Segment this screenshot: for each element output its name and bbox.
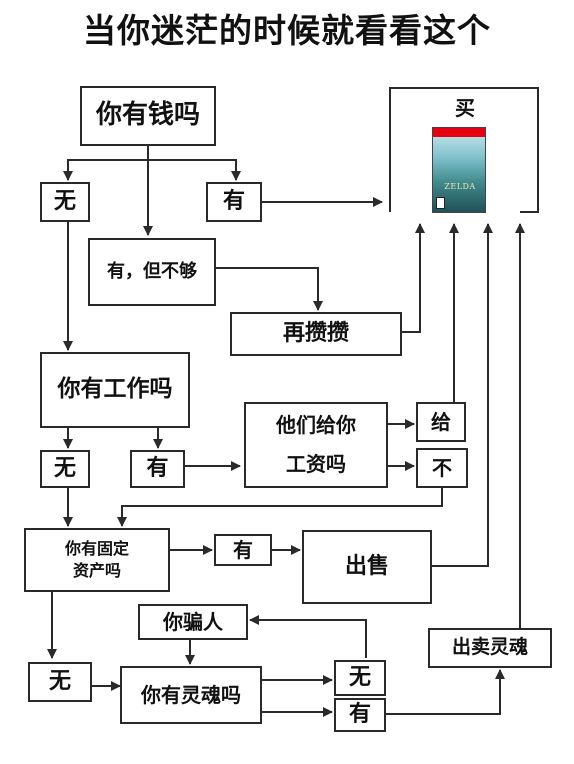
- answer-no-give: 不: [416, 448, 468, 488]
- answer-yes-assets: 有: [214, 534, 272, 566]
- question-soul: 你有灵魂吗: [120, 666, 262, 724]
- statement-lie: 你骗人: [138, 604, 248, 640]
- page-title: 当你迷茫的时候就看看这个: [83, 11, 491, 50]
- arrow-yes-to-sell-soul: [386, 669, 505, 715]
- game-logo-text: ZELDA: [444, 182, 476, 191]
- buy-label: 买: [455, 96, 475, 120]
- answer-no-assets: 无: [28, 662, 92, 702]
- arrow-sell-to-buy: [432, 223, 493, 567]
- answer-yes-not-enough: 有，但不够: [88, 238, 216, 306]
- buy-box: [389, 87, 539, 213]
- question-money: 你有钱吗: [80, 86, 216, 146]
- arrow-money-to-yes: [148, 159, 241, 181]
- action-sell: 出售: [302, 530, 432, 604]
- arrow-save-to-buy: [402, 223, 425, 333]
- answer-no-money: 无: [40, 182, 90, 222]
- question-assets: 你有固定 资产吗: [24, 528, 170, 592]
- question-pay: 他们给你 工资吗: [244, 402, 388, 488]
- answer-give: 给: [416, 402, 466, 442]
- arrow-no-to-lie: [249, 615, 367, 658]
- switch-banner: [433, 128, 485, 137]
- answer-yes-soul: 有: [334, 698, 386, 732]
- arrow-no-give-to-assets: [117, 488, 443, 527]
- question-job: 你有工作吗: [40, 352, 190, 428]
- answer-yes-job: 有: [130, 450, 185, 488]
- answer-no-soul: 无: [334, 660, 386, 696]
- action-save-more: 再攒攒: [230, 312, 402, 356]
- answer-yes-money: 有: [206, 182, 262, 222]
- arrow-not-enough-to-save: [216, 267, 323, 311]
- answer-no-job: 无: [40, 450, 90, 488]
- game-box-art-icon: ZELDA: [432, 127, 486, 213]
- arrow-money-to-no: [63, 145, 149, 181]
- rating-badge-icon: [436, 197, 445, 209]
- action-sell-soul: 出卖灵魂: [428, 628, 552, 668]
